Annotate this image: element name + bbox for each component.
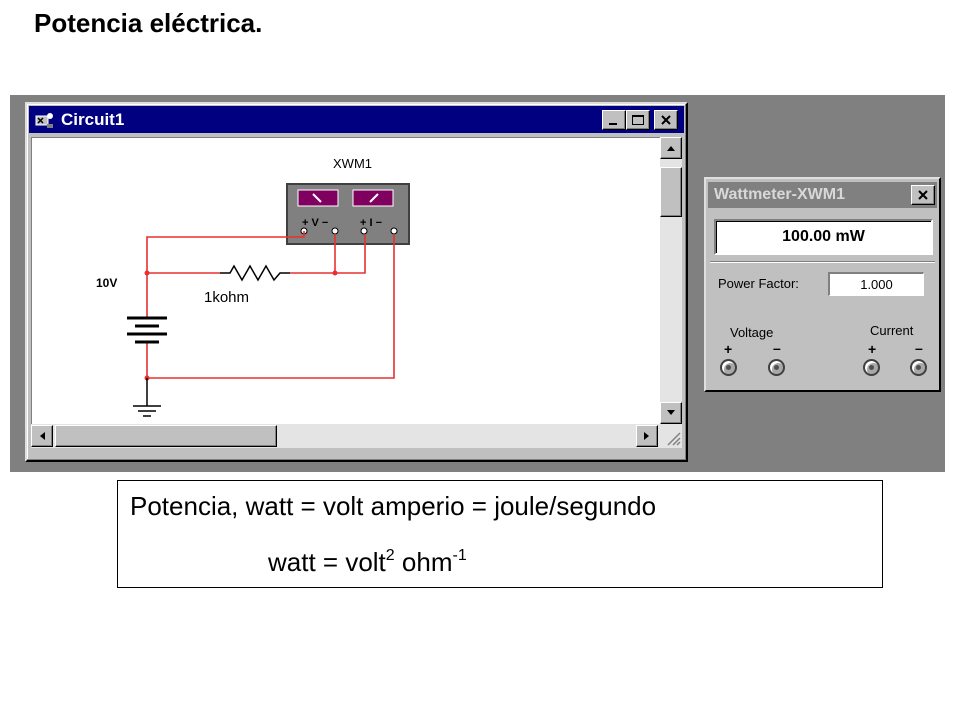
arrow-up-icon xyxy=(667,146,675,151)
horizontal-scrollbar[interactable] xyxy=(31,424,682,448)
circuit-canvas[interactable]: XWM1 + V − + I − xyxy=(31,137,660,424)
ground-symbol[interactable] xyxy=(133,378,161,417)
current-label: Current xyxy=(870,323,914,338)
arrow-right-icon xyxy=(644,432,649,440)
voltage-label: Voltage xyxy=(730,325,774,340)
close-button[interactable] xyxy=(654,110,678,130)
power-reading-display: 100.00 mW xyxy=(714,219,933,255)
instrument-label: XWM1 xyxy=(333,156,372,171)
current-minus-terminal[interactable] xyxy=(910,359,927,376)
circuit-wires xyxy=(146,231,395,379)
circuit-window-titlebar[interactable]: Circuit1 xyxy=(29,106,684,133)
formula-line-2-middle: ohm xyxy=(394,547,453,577)
vertical-scroll-thumb[interactable] xyxy=(660,167,682,217)
meter-current-terminals: + I − xyxy=(360,217,382,229)
voltage-plus-sign: + xyxy=(724,341,733,357)
current-plus-sign: + xyxy=(868,341,877,357)
close-icon xyxy=(661,115,671,125)
resize-grip-icon[interactable] xyxy=(660,425,682,447)
circuit-window-title: Circuit1 xyxy=(61,109,125,129)
scroll-right-button[interactable] xyxy=(636,425,658,447)
resistor-label: 1kohm xyxy=(204,289,249,306)
horizontal-scroll-thumb[interactable] xyxy=(55,425,277,447)
current-plus-terminal[interactable] xyxy=(863,359,880,376)
voltage-plus-terminal[interactable] xyxy=(720,359,737,376)
page-title: Potencia eléctrica. xyxy=(34,8,263,38)
screenshot-area: Circuit1 XWM1 xyxy=(10,95,945,472)
formula-line-2: watt = volt2 ohm-1 xyxy=(268,547,467,578)
junction-dot xyxy=(332,270,338,276)
voltage-minus-sign: – xyxy=(773,340,781,356)
divider xyxy=(710,261,935,263)
circuit-schematic: XWM1 + V − + I − xyxy=(127,156,410,417)
formula-exponent-2: -1 xyxy=(452,547,467,564)
junction-dot xyxy=(144,270,150,276)
maximize-button[interactable] xyxy=(626,110,650,130)
vertical-scrollbar[interactable] xyxy=(660,137,682,424)
formula-box: Potencia, watt = volt amperio = joule/se… xyxy=(117,480,883,588)
power-factor-value: 1.000 xyxy=(828,272,924,296)
scroll-left-button[interactable] xyxy=(31,425,53,447)
meter-voltage-terminals: + V − xyxy=(302,217,328,229)
power-factor-label: Power Factor: xyxy=(718,276,799,291)
resistor-symbol[interactable] xyxy=(220,264,290,282)
formula-line-2-prefix: watt = volt xyxy=(268,547,386,577)
scroll-down-button[interactable] xyxy=(660,402,682,424)
scroll-up-button[interactable] xyxy=(660,137,682,159)
minimize-button[interactable] xyxy=(602,110,626,130)
arrow-down-icon xyxy=(667,410,675,415)
wattmeter-window[interactable]: Wattmeter-XWM1 100.00 mW Power Factor: 1… xyxy=(704,177,941,392)
close-icon xyxy=(918,190,928,200)
source-voltage-label: 10V xyxy=(96,276,118,290)
wattmeter-close-button[interactable] xyxy=(911,185,935,205)
formula-exponent-1: 2 xyxy=(385,547,395,564)
circuit-window[interactable]: Circuit1 XWM1 xyxy=(25,102,688,462)
minimize-icon xyxy=(609,123,617,125)
wattmeter-instrument[interactable]: + V − + I − xyxy=(286,183,410,245)
formula-line-1: Potencia, watt = volt amperio = joule/se… xyxy=(130,491,657,521)
wattmeter-titlebar[interactable]: Wattmeter-XWM1 xyxy=(708,182,937,208)
battery-symbol[interactable] xyxy=(127,316,167,344)
arrow-left-icon xyxy=(40,432,45,440)
voltage-minus-terminal[interactable] xyxy=(768,359,785,376)
wattmeter-title: Wattmeter-XWM1 xyxy=(714,186,845,203)
maximize-icon xyxy=(632,115,644,125)
current-minus-sign: – xyxy=(915,340,923,356)
circuit-app-icon xyxy=(35,112,53,128)
